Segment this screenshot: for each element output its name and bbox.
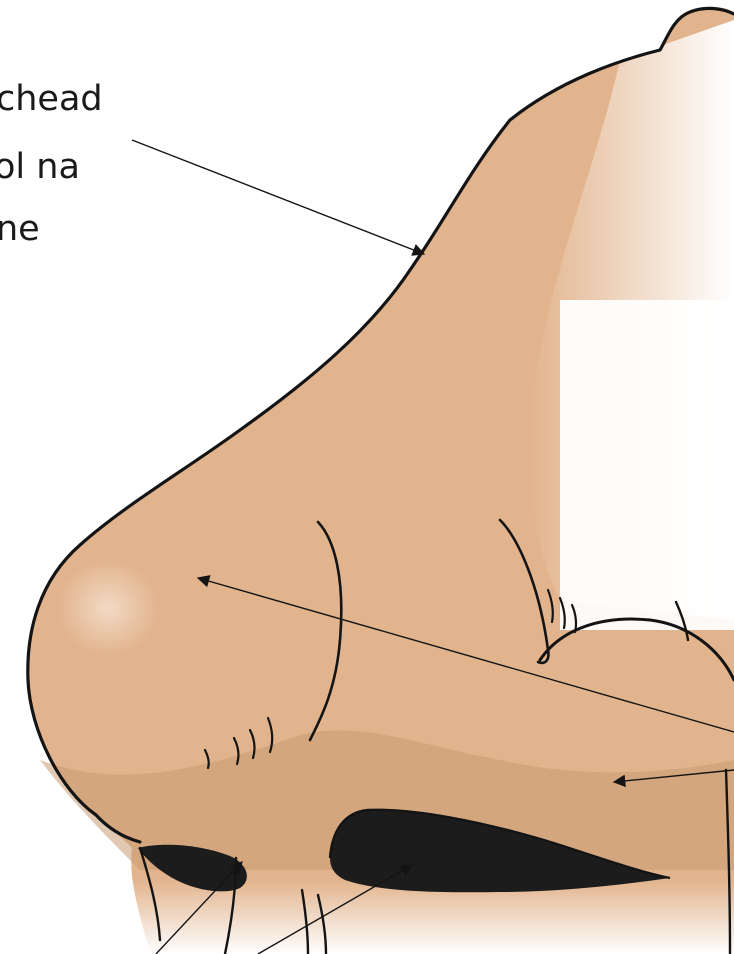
label-line-1: chead: [0, 82, 103, 117]
arrow-bridge: [132, 140, 424, 254]
label-line-3: ne: [0, 212, 40, 247]
face-white: [560, 300, 734, 630]
tip-highlight: [58, 560, 158, 656]
label-line-2: ol na: [0, 150, 80, 185]
